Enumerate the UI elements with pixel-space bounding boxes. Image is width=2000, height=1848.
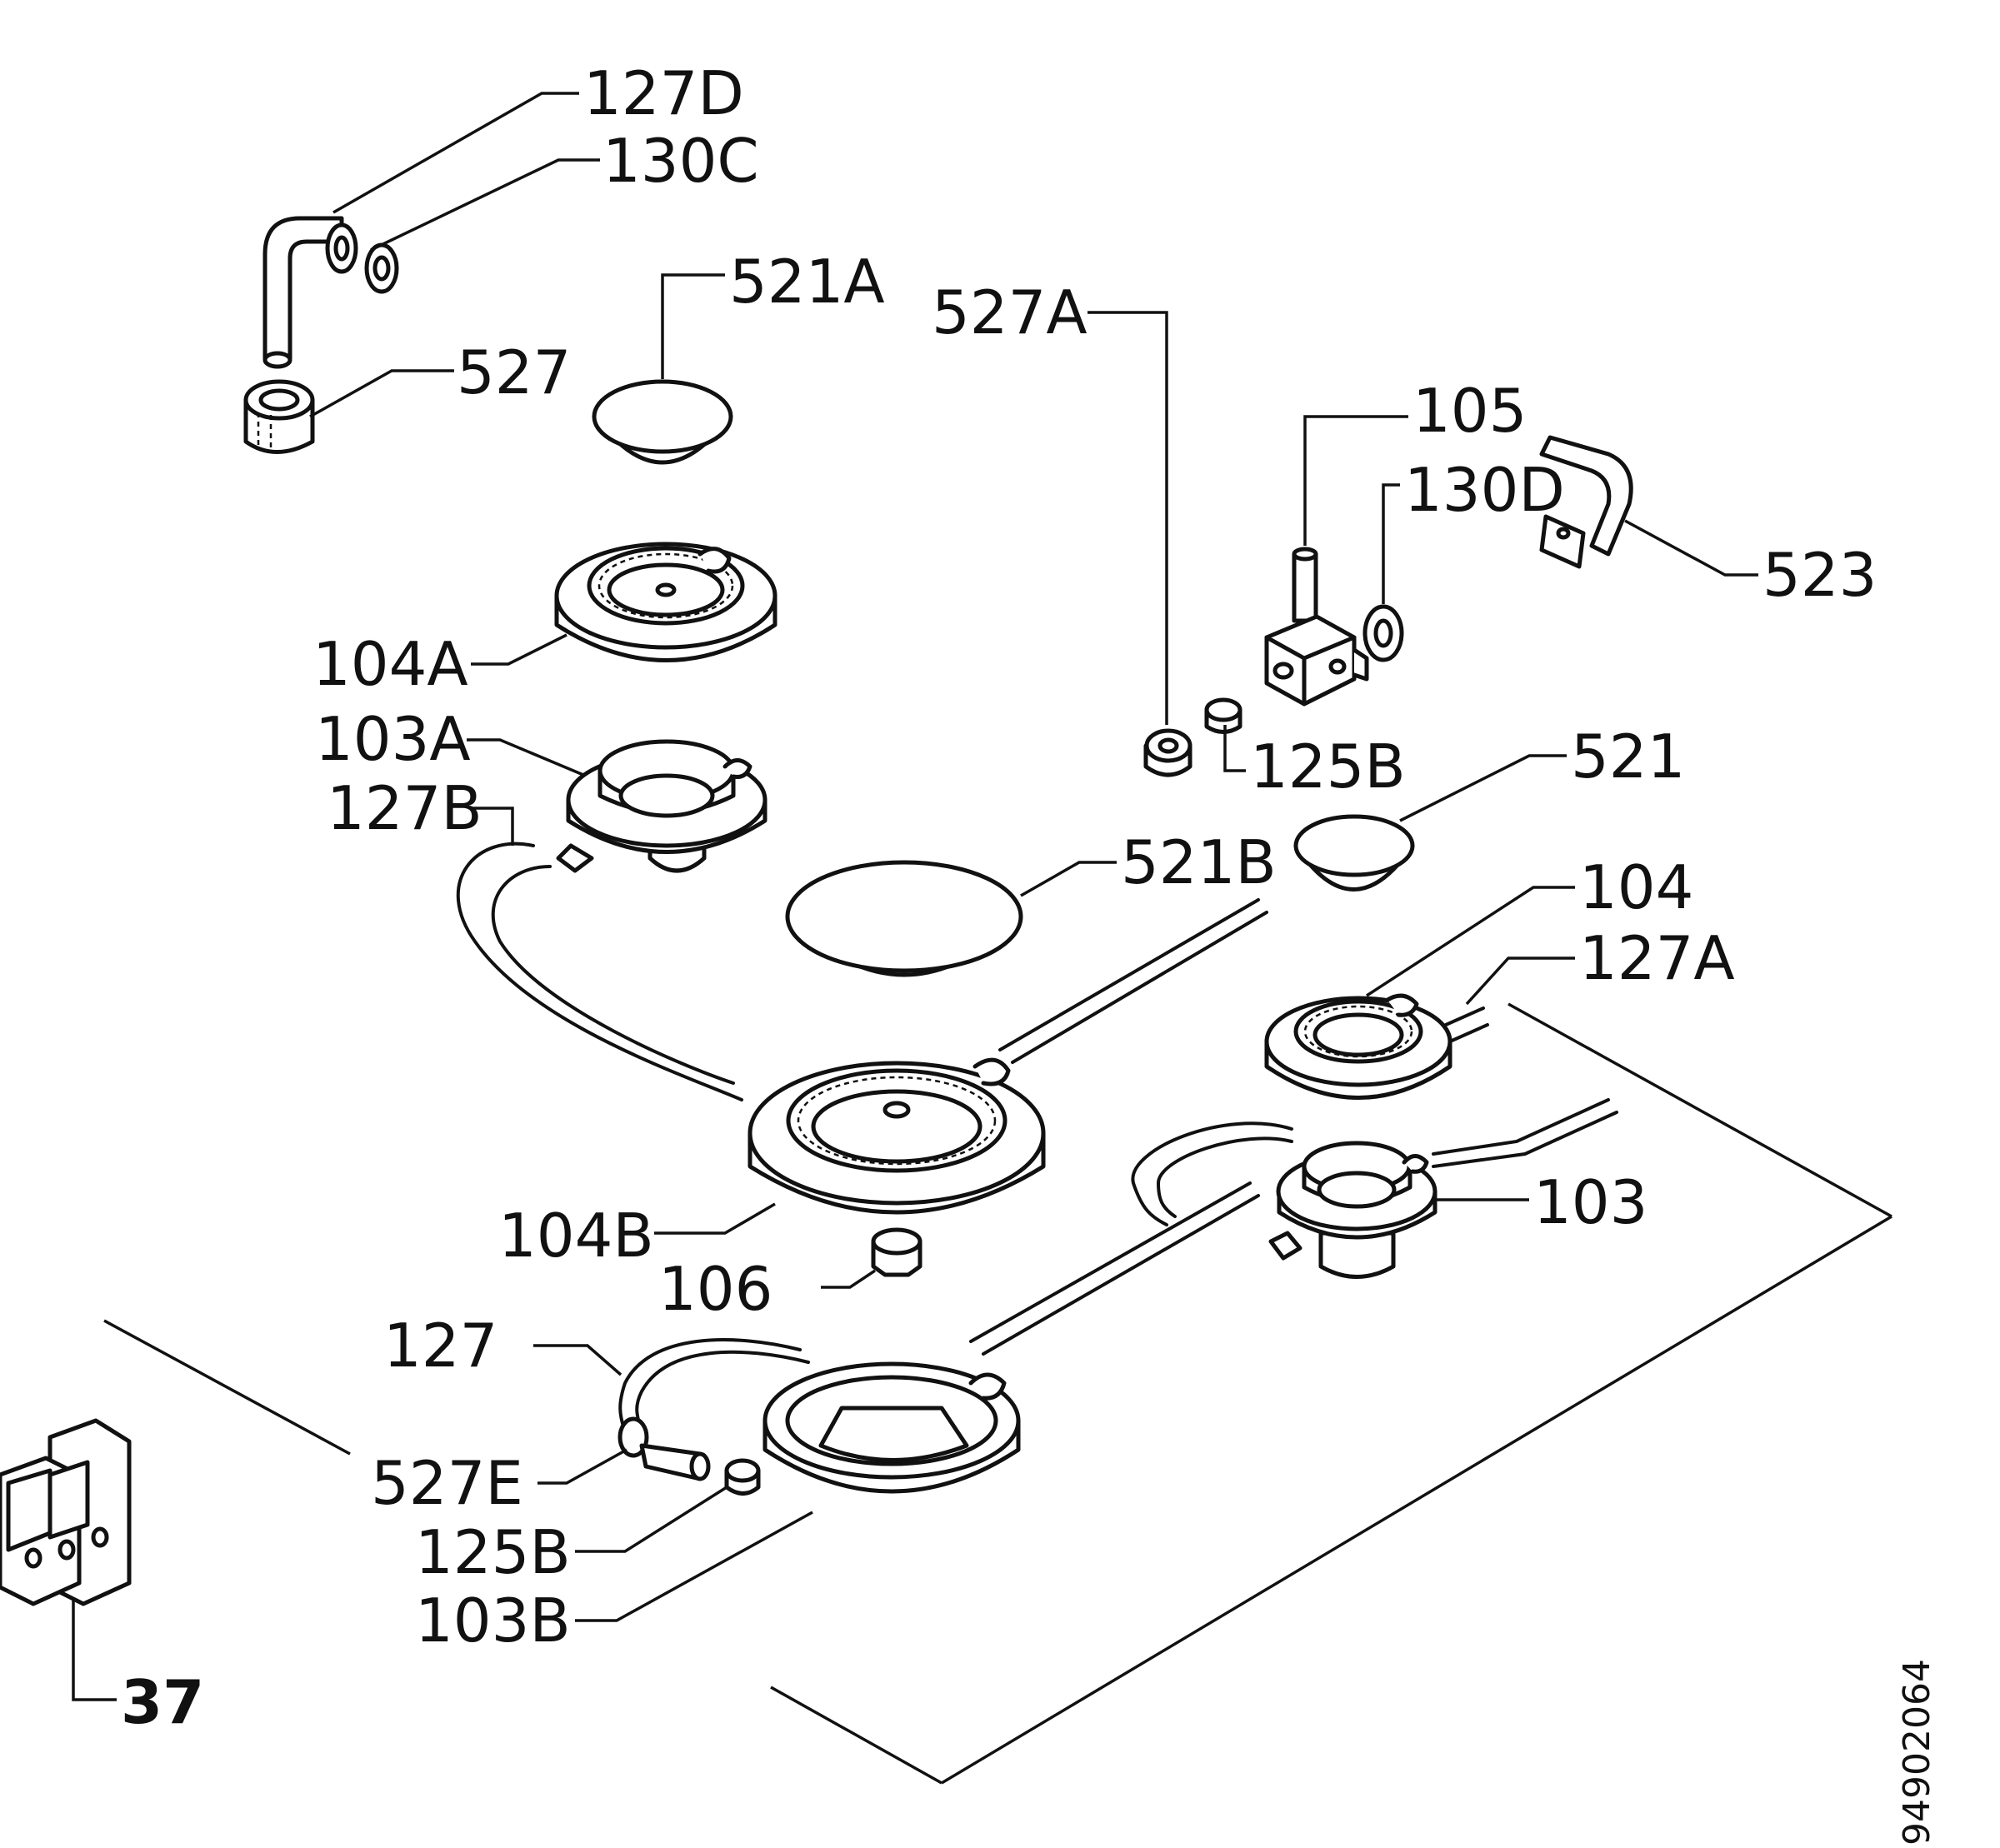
label-104: 104 — [1579, 852, 1693, 922]
label-527E: 527E — [371, 1448, 523, 1518]
label-130D: 130D — [1404, 455, 1565, 525]
burner-body-103 — [1268, 1141, 1438, 1279]
label-523: 523 — [1762, 540, 1877, 610]
label-103B: 103B — [415, 1586, 571, 1656]
label-37: 37 — [121, 1667, 204, 1737]
label-125B-bottom: 125B — [415, 1517, 571, 1587]
nut-527 — [243, 379, 315, 454]
nozzle-125B-bottom — [724, 1458, 761, 1496]
label-527: 527 — [457, 337, 571, 407]
burner-body-103A — [556, 739, 768, 873]
label-521B: 521B — [1121, 827, 1277, 897]
burner-104B — [748, 1057, 1046, 1215]
gas-pipes — [456, 842, 1618, 1435]
label-103: 103 — [1533, 1167, 1648, 1237]
terminal-block-37 — [0, 1418, 132, 1606]
label-104A: 104A — [312, 629, 468, 699]
label-521: 521 — [1571, 722, 1685, 792]
hob-outline — [103, 1002, 1892, 1785]
burner-104A — [554, 542, 778, 662]
pipe-127D — [262, 216, 358, 369]
label-103A: 103A — [315, 704, 471, 774]
nozzle-125B-top — [1204, 697, 1242, 734]
label-527A: 527A — [932, 277, 1088, 347]
cap-521A — [592, 379, 733, 465]
label-104B: 104B — [498, 1201, 654, 1271]
label-127: 127 — [383, 1311, 498, 1381]
label-127D: 127D — [583, 58, 744, 128]
valve-105 — [1264, 547, 1369, 707]
label-105: 105 — [1412, 376, 1527, 446]
burner-104 — [1264, 993, 1452, 1100]
burner-body-103B — [762, 1361, 1021, 1494]
nut-527A — [1143, 728, 1192, 777]
clip-523 — [1539, 435, 1633, 569]
connector-527E — [618, 1416, 711, 1481]
label-106: 106 — [658, 1254, 772, 1324]
cap-521 — [1293, 814, 1415, 892]
label-127A: 127A — [1579, 923, 1735, 993]
cap-521B — [785, 860, 1023, 977]
washer-130C — [364, 242, 399, 294]
pipe-127A — [1444, 1006, 1489, 1043]
label-125B-top: 125B — [1250, 732, 1406, 802]
label-127B: 127B — [327, 773, 482, 843]
document-number: 94902064 — [1896, 1659, 1938, 1846]
washer-130D — [1362, 604, 1404, 662]
label-521A: 521A — [729, 247, 885, 317]
label-130C: 130C — [602, 126, 759, 196]
part-labels: 127D 130C 521A 527A 527 105 130D 523 104… — [121, 58, 1877, 1737]
injector-106 — [871, 1227, 922, 1277]
leader-lines — [72, 92, 1758, 1701]
